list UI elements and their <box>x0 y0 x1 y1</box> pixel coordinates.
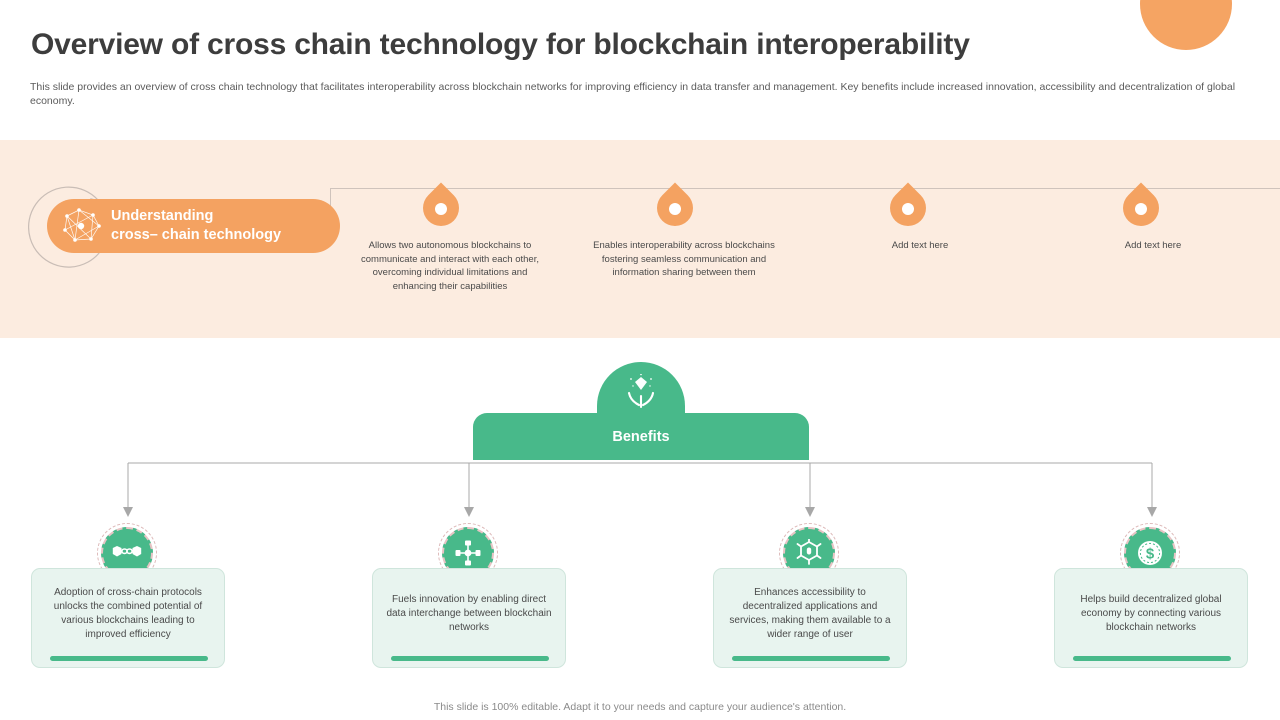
benefits-top-icon-dome <box>597 362 685 414</box>
pill-label-line1: Understanding <box>111 208 214 224</box>
timeline-item-text: Add text here <box>1124 240 1182 251</box>
pin-center-dot <box>1135 202 1147 215</box>
decorative-circle <box>1140 0 1232 50</box>
network-hub-icon <box>455 540 481 566</box>
benefit-card[interactable]: Helps build decentralized global economy… <box>1054 568 1248 668</box>
benefit-card-text: Helps build decentralized global economy… <box>1080 594 1222 633</box>
timeline-pin-marker[interactable] <box>415 182 467 234</box>
benefits-header: Benefits <box>473 413 809 460</box>
benefit-card-accent-bar <box>50 656 208 661</box>
benefit-card-text: Adoption of cross-chain protocols unlock… <box>53 587 203 640</box>
page-title: Overview of cross chain technology for b… <box>31 28 970 61</box>
benefits-title: Benefits <box>612 428 670 445</box>
footer-note: This slide is 100% editable. Adapt it to… <box>433 701 847 713</box>
benefit-card[interactable]: Adoption of cross-chain protocols unlock… <box>31 568 225 668</box>
benefit-card-accent-bar <box>1073 656 1231 661</box>
benefit-card-accent-bar <box>732 656 890 661</box>
svg-text:$: $ <box>1146 546 1155 563</box>
benefit-card[interactable]: Fuels innovation by enabling direct data… <box>372 568 566 668</box>
pin-center-dot <box>902 202 914 215</box>
timeline-item-text: Enables interoperability across blockcha… <box>593 240 775 278</box>
understanding-cross-chain-pill[interactable]: Understanding cross– chain technology <box>47 199 340 253</box>
timeline-item-text: Add text here <box>891 240 949 251</box>
network-nodes-icon <box>63 208 101 242</box>
hexagon-gear-icon <box>796 539 822 565</box>
dollar-coin-icon: $ <box>1138 541 1162 565</box>
benefit-card[interactable]: Enhances accessibility to decentralized … <box>713 568 907 668</box>
benefit-card-text: Fuels innovation by enabling direct data… <box>386 594 552 633</box>
benefit-connector-lines <box>123 462 1157 517</box>
timeline-baseline <box>330 188 1280 189</box>
linked-cubes-icon <box>112 546 142 557</box>
pill-label: Understanding cross– chain technology <box>111 207 281 245</box>
timeline-pin-marker[interactable] <box>1115 182 1167 234</box>
timeline-item-text: Allows two autonomous blockchains to com… <box>361 240 539 292</box>
pin-center-dot <box>435 202 447 215</box>
pill-label-line2: cross– chain technology <box>111 227 282 243</box>
timeline-pin-marker[interactable] <box>649 182 701 234</box>
benefit-card-text: Enhances accessibility to decentralized … <box>729 587 891 640</box>
pin-center-dot <box>669 202 681 215</box>
benefit-card-accent-bar <box>391 656 549 661</box>
page-subtitle: This slide provides an overview of cross… <box>30 81 1236 107</box>
timeline-pin-marker[interactable] <box>882 182 934 234</box>
diamond-in-hands-icon <box>627 374 655 409</box>
timeline-start-tick <box>330 188 331 206</box>
